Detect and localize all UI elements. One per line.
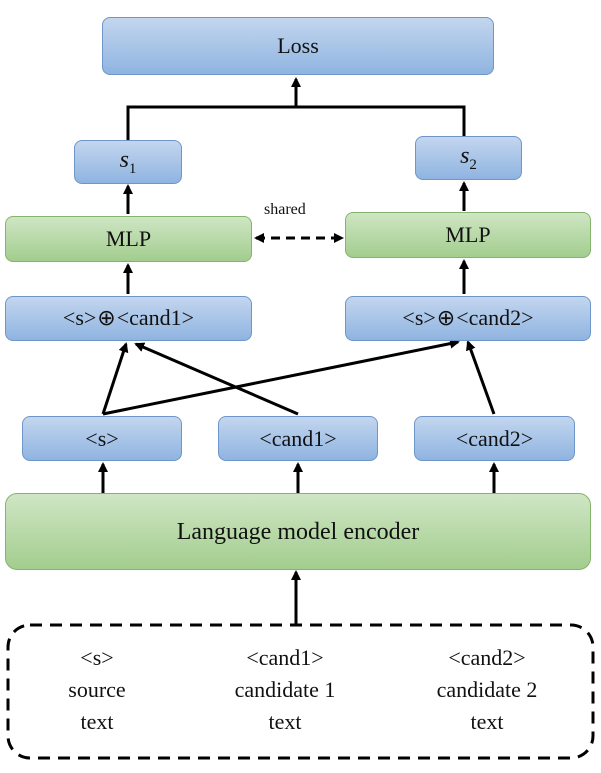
cand2-to-concat-right-arrow [466, 340, 496, 415]
s-to-concat-right-arrow [102, 338, 460, 416]
input-candidate2-tag: <cand2> [448, 645, 526, 670]
loss-label: Loss [277, 33, 319, 58]
token-cand2-box: <cand2> [414, 416, 575, 461]
concat-left-box: <s>⊕<cand1> [5, 296, 252, 341]
input-container [6, 623, 595, 760]
input-candidate1-line2: text [268, 709, 302, 734]
loss-box: Loss [102, 17, 494, 75]
mlp-right-box: MLP [345, 212, 591, 258]
token-s-box: <s> [22, 416, 182, 461]
input-source-line1: source [68, 677, 126, 702]
concat-left-label: <s>⊕<cand1> [62, 305, 195, 331]
mlp-left-box: MLP [5, 216, 252, 262]
input-candidate1: <cand1> candidate 1 text [200, 642, 370, 738]
cand1-to-concat-left-arrow [134, 342, 299, 416]
encoder-box: Language model encoder [5, 493, 591, 570]
concat-right-label: <s>⊕<cand2> [402, 305, 534, 331]
s1-to-loss-line [126, 105, 466, 140]
score-s2-label: s2 [460, 142, 477, 173]
oplus-icon: ⊕ [97, 306, 116, 331]
score-s1-label: s1 [119, 146, 137, 177]
score-s2-box: s2 [415, 136, 522, 180]
encoder-label: Language model encoder [176, 518, 420, 545]
mlp-right-label: MLP [445, 222, 491, 247]
input-candidate2-line1: candidate 2 [436, 677, 538, 702]
input-source: <s> source text [32, 642, 162, 738]
token-cand1-box: <cand1> [218, 416, 378, 461]
token-cand2-label: <cand2> [455, 425, 534, 451]
mlp-left-label: MLP [105, 226, 152, 251]
input-candidate2: <cand2> candidate 2 text [402, 642, 572, 738]
s-to-concat-left-arrow [101, 342, 129, 415]
input-candidate1-line1: candidate 1 [234, 677, 336, 702]
input-candidate1-tag: <cand1> [246, 645, 324, 670]
concat-right-box: <s>⊕<cand2> [345, 296, 591, 341]
input-source-line2: text [80, 709, 114, 734]
input-source-tag: <s> [80, 645, 114, 670]
token-s-label: <s> [85, 425, 119, 451]
token-cand1-label: <cand1> [259, 425, 337, 451]
shared-label: shared [264, 201, 306, 218]
input-candidate2-line2: text [470, 709, 504, 734]
oplus-icon: ⊕ [436, 306, 456, 331]
score-s1-box: s1 [74, 140, 182, 184]
